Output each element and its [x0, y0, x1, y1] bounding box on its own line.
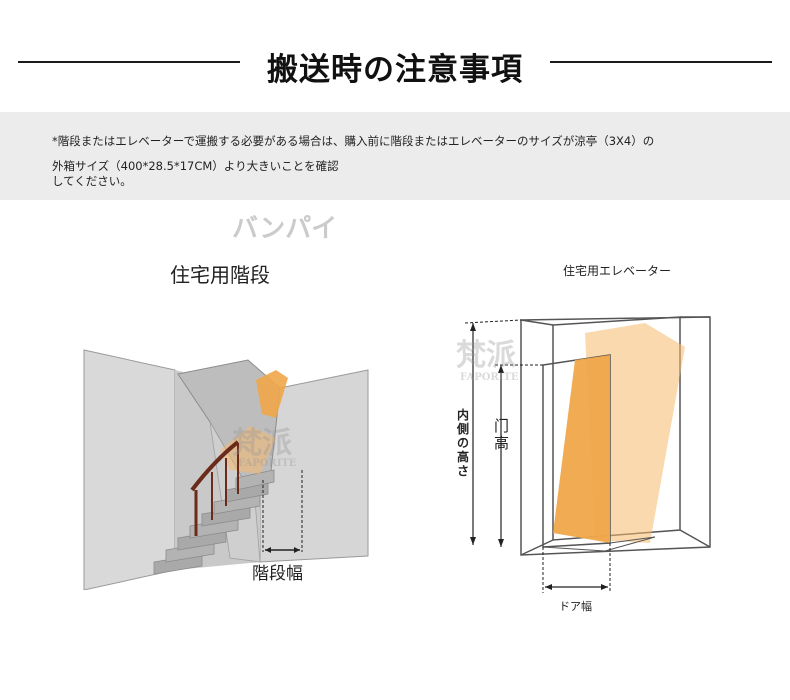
- elevator-box-front: [553, 355, 610, 543]
- stairs-steps: [153, 469, 275, 575]
- watermark-brand-kana: バンパイ: [232, 214, 338, 244]
- inner-height-label: 内側の高さ: [457, 408, 470, 478]
- stairs-width-label: 階段幅: [252, 564, 303, 584]
- watermark-stairs-latin: FAPORITE: [238, 458, 297, 469]
- header-rule-right: [550, 61, 772, 63]
- stairs-illustration: [83, 349, 369, 590]
- stairs-handrail: [190, 440, 240, 536]
- elevator-illustration: [464, 316, 711, 593]
- notice-box: *階段またはエレベーターで運搬する必要がある場合は、購入前に階段またはエレベータ…: [0, 112, 790, 200]
- page-title: 搬送時の注意事項: [267, 52, 523, 88]
- door-height-label: 门高: [494, 417, 510, 452]
- header: 搬送時の注意事項: [0, 0, 790, 110]
- header-rule-left: [18, 61, 240, 63]
- stairs-title: 住宅用階段: [170, 263, 270, 287]
- stairs-box-top: [256, 370, 288, 418]
- elevator-title: 住宅用エレベーター: [563, 264, 672, 278]
- stairs-box-lower: [220, 426, 276, 474]
- notice-line-3: してください。: [52, 174, 132, 188]
- door-width-label: ドア幅: [559, 600, 592, 613]
- notice-line-1: *階段またはエレベーターで運搬する必要がある場合は、購入前に階段またはエレベータ…: [52, 134, 655, 148]
- stairs-left-wall: [83, 349, 176, 590]
- watermark-elevator-latin: FAPORITE: [460, 372, 519, 383]
- watermark-stairs-kanji: 梵派: [232, 426, 292, 461]
- watermark-elevator-kanji: 梵派: [456, 338, 516, 373]
- notice-line-2: 外箱サイズ（400*28.5*17CM）より大きいことを確認: [52, 159, 339, 173]
